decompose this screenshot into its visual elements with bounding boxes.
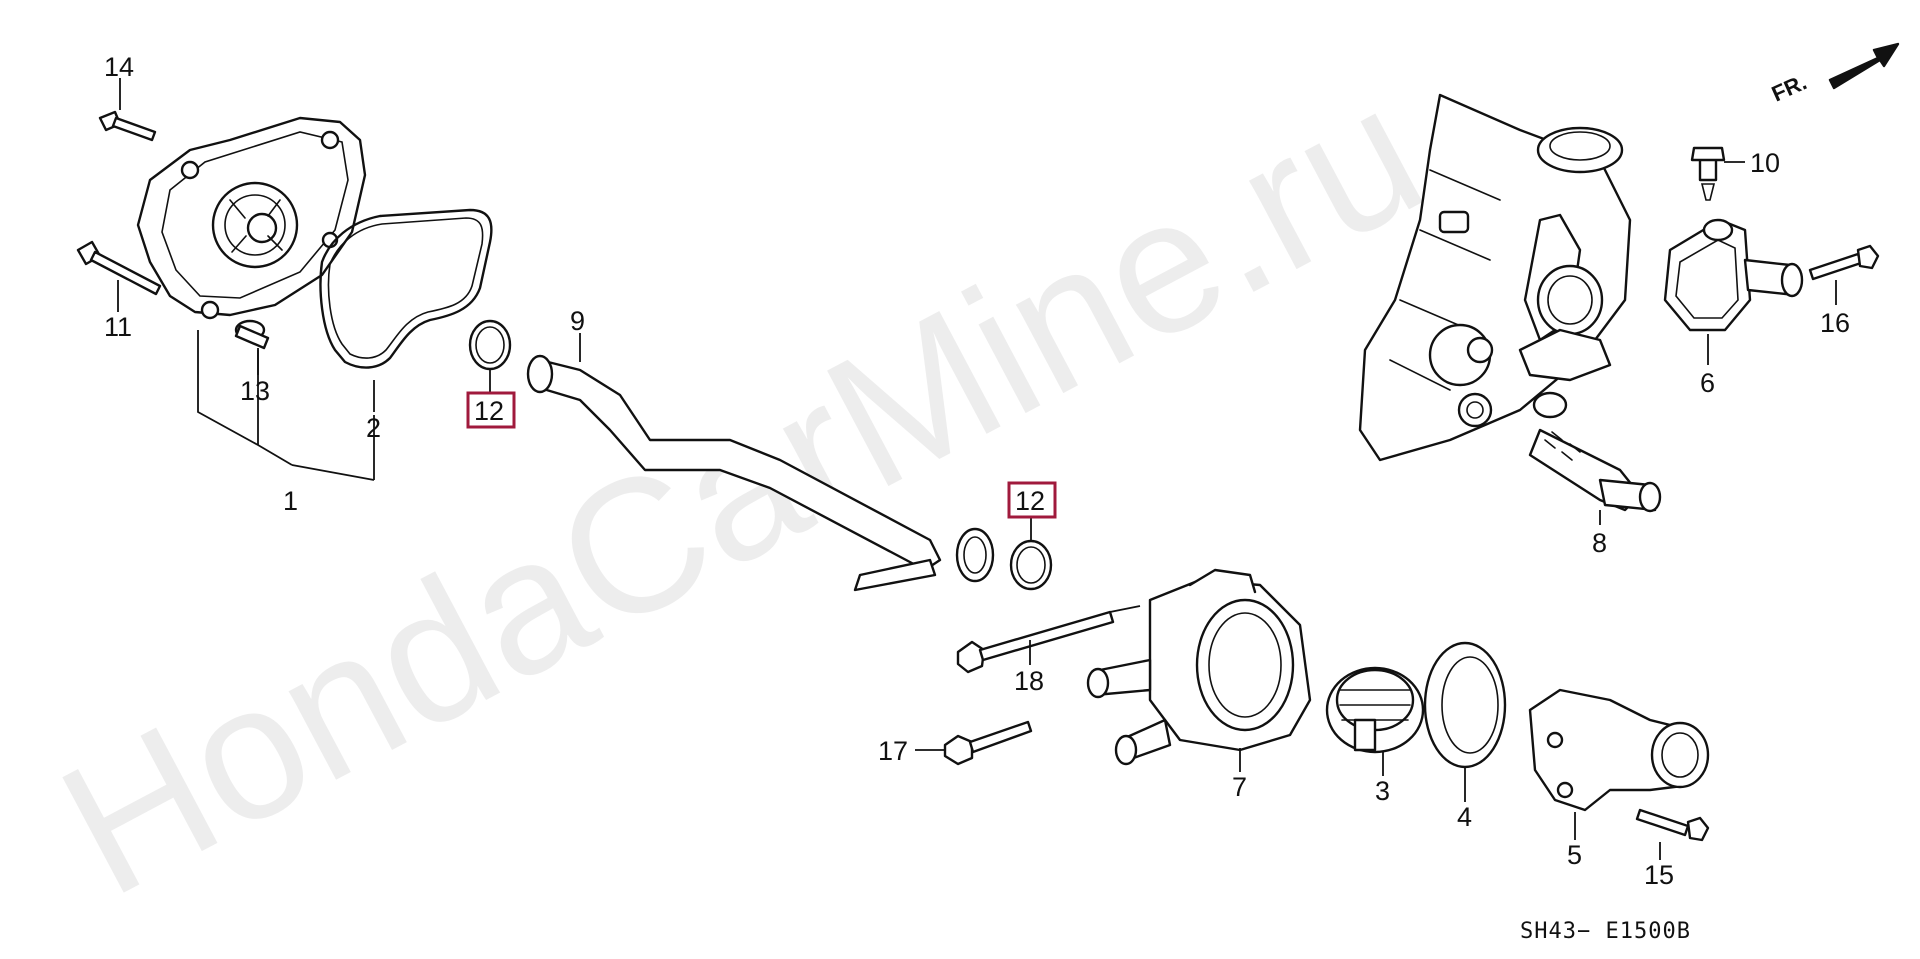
thermostat[interactable] [1325,666,1425,754]
o-ring-12-left[interactable] [468,319,512,371]
bolt-11[interactable] [76,240,162,296]
temperature-sensor-10[interactable] [1690,146,1726,201]
thermostat-cover[interactable] [1528,688,1710,812]
callout-17[interactable]: 17 [878,736,908,766]
callout-4[interactable]: 4 [1457,802,1472,832]
bolt-14[interactable] [98,110,157,142]
water-pump-gasket[interactable] [319,208,493,369]
callout-7[interactable]: 7 [1232,772,1247,802]
callout-14[interactable]: 14 [104,52,134,82]
diagram-code: SH43− E1500B [1520,919,1691,944]
callout-18[interactable]: 18 [1014,666,1044,696]
leader-lines [117,78,1837,860]
cylinder-head [1358,93,1632,462]
callout-3[interactable]: 3 [1375,776,1390,806]
bolt-18[interactable] [956,610,1115,674]
callout-13[interactable]: 13 [240,376,270,406]
callout-5[interactable]: 5 [1567,840,1582,870]
bolt-16[interactable] [1808,244,1880,281]
thermostat-housing[interactable] [1086,568,1312,766]
callout-12-right[interactable]: 12 [1015,486,1045,516]
callout-12-left[interactable]: 12 [474,396,504,426]
dowel-pin-13[interactable] [234,319,270,350]
thermostat-gasket[interactable] [1423,641,1507,769]
callout-12-right-box [1007,481,1057,519]
bypass-inlet-pipe-8[interactable] [1457,392,1662,513]
callout-8[interactable]: 8 [1592,528,1607,558]
callout-2[interactable]: 2 [366,413,381,443]
callout-10[interactable]: 10 [1750,148,1780,178]
bolt-15[interactable] [1635,808,1710,842]
bolt-17[interactable] [943,720,1033,766]
front-direction-arrow-icon [1828,42,1900,90]
callout-6[interactable]: 6 [1700,368,1715,398]
water-pump[interactable] [136,116,367,320]
water-outlet-6[interactable] [1663,218,1804,332]
o-ring-12-right[interactable] [1009,539,1053,591]
callout-11[interactable]: 11 [104,312,132,342]
callout-9[interactable]: 9 [570,306,585,336]
callout-15[interactable]: 15 [1644,860,1674,890]
front-direction-label: FR. [1768,69,1811,106]
callout-1[interactable]: 1 [283,486,298,516]
callout-16[interactable]: 16 [1820,308,1850,338]
water-connecting-pipe[interactable] [526,354,995,592]
callout-12-left-box [466,391,516,429]
